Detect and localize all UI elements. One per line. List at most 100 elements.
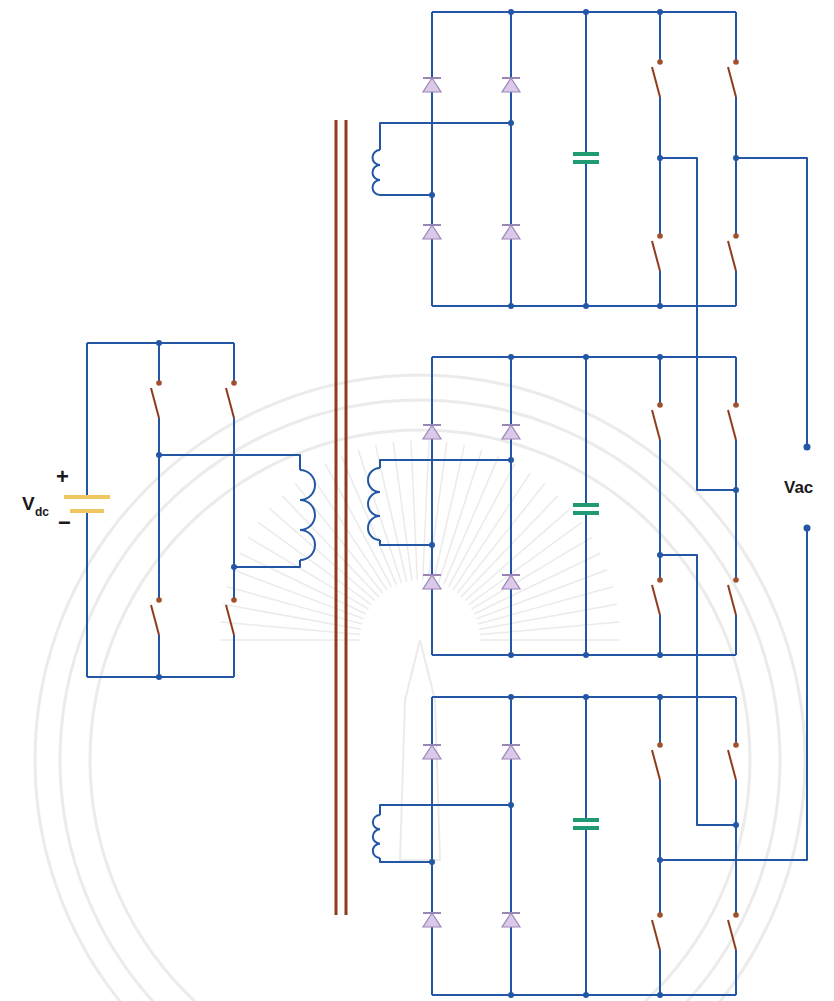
diode-cathode — [423, 574, 441, 576]
transformer-core — [335, 120, 338, 915]
switch-blade — [652, 920, 660, 950]
diode-cathode — [502, 224, 520, 226]
wire — [380, 460, 511, 468]
diode-cathode — [502, 77, 520, 79]
junction-dot — [583, 9, 589, 15]
diode-symbol — [423, 745, 441, 759]
seal-ray — [480, 639, 620, 641]
diode-symbol — [423, 575, 441, 589]
diode-cathode — [502, 424, 520, 426]
wire — [510, 357, 512, 655]
seal-ray — [478, 587, 613, 624]
seal-ray — [258, 522, 371, 604]
junction-dot — [508, 652, 514, 658]
wire — [159, 455, 300, 470]
wire — [585, 162, 587, 306]
seal-ray — [474, 553, 600, 614]
seal-ring — [35, 375, 805, 1001]
wire — [380, 194, 432, 196]
wire — [158, 418, 160, 600]
wire — [158, 635, 160, 677]
switch-blade — [728, 67, 736, 97]
diode-symbol — [423, 225, 441, 239]
switch-contact — [657, 912, 663, 918]
wire — [380, 123, 511, 150]
wire — [659, 780, 661, 915]
switch-contact — [733, 912, 739, 918]
transformer-winding — [368, 468, 380, 540]
seal-ray — [457, 484, 544, 593]
junction-dot — [657, 354, 663, 360]
wire — [585, 357, 587, 505]
junction-dot — [156, 340, 162, 346]
switch-contact — [156, 380, 162, 386]
wire — [659, 271, 661, 306]
diode-symbol — [423, 913, 441, 927]
wire — [431, 357, 433, 655]
switch-contact — [733, 742, 739, 748]
seal-ray — [448, 464, 514, 587]
seal-ray — [465, 508, 570, 600]
seal-ray — [248, 537, 368, 609]
seal-ray — [480, 622, 619, 635]
switch-contact — [231, 597, 237, 603]
seal-ray — [341, 456, 396, 585]
diode-cathode — [502, 912, 520, 914]
seal-ray — [358, 450, 401, 583]
wire — [86, 511, 88, 677]
junction-dot — [657, 303, 663, 309]
switch-blade — [652, 241, 660, 271]
seal-ring — [60, 400, 780, 1001]
switch-blade — [151, 388, 159, 418]
capacitor-plate — [573, 503, 599, 507]
wire — [659, 357, 661, 405]
wire — [585, 12, 587, 154]
wire — [158, 343, 160, 383]
switch-contact — [657, 742, 663, 748]
wire — [86, 343, 88, 497]
junction-dot — [508, 303, 514, 309]
wire — [233, 343, 235, 383]
wire — [660, 528, 807, 860]
junction-dot — [508, 992, 514, 998]
wire — [659, 950, 661, 995]
wire — [659, 440, 661, 580]
wire — [585, 697, 587, 820]
wire — [380, 805, 511, 815]
wire — [735, 950, 737, 995]
wire — [380, 540, 432, 545]
wire — [659, 97, 661, 236]
switch-contact — [657, 59, 663, 65]
wire — [659, 697, 661, 745]
switch-blade — [226, 388, 234, 418]
wire — [735, 440, 737, 580]
seal-ray — [423, 440, 429, 580]
switch-blade — [151, 605, 159, 635]
wire — [659, 12, 661, 62]
battery-plate — [70, 509, 104, 513]
switch-blade — [728, 920, 736, 950]
switch-blade — [652, 410, 660, 440]
junction-dot — [583, 652, 589, 658]
diode-symbol — [423, 78, 441, 92]
switch-blade — [728, 585, 736, 615]
wire — [431, 697, 433, 995]
seal-spire — [400, 640, 440, 860]
polarity-sign: + — [56, 466, 69, 488]
output-terminal — [804, 444, 811, 451]
capacitor-plate — [573, 826, 599, 830]
wire — [510, 12, 512, 306]
wire — [660, 158, 736, 490]
seal-ray — [269, 508, 374, 600]
wire — [735, 12, 737, 62]
junction-dot — [657, 652, 663, 658]
diode-symbol — [423, 425, 441, 439]
switch-blade — [728, 750, 736, 780]
junction-dot — [508, 9, 514, 15]
junction-dot — [657, 992, 663, 998]
diode-symbol — [502, 745, 520, 759]
transformer-winding — [300, 470, 315, 560]
wire — [735, 615, 737, 655]
diode-cathode — [423, 912, 441, 914]
